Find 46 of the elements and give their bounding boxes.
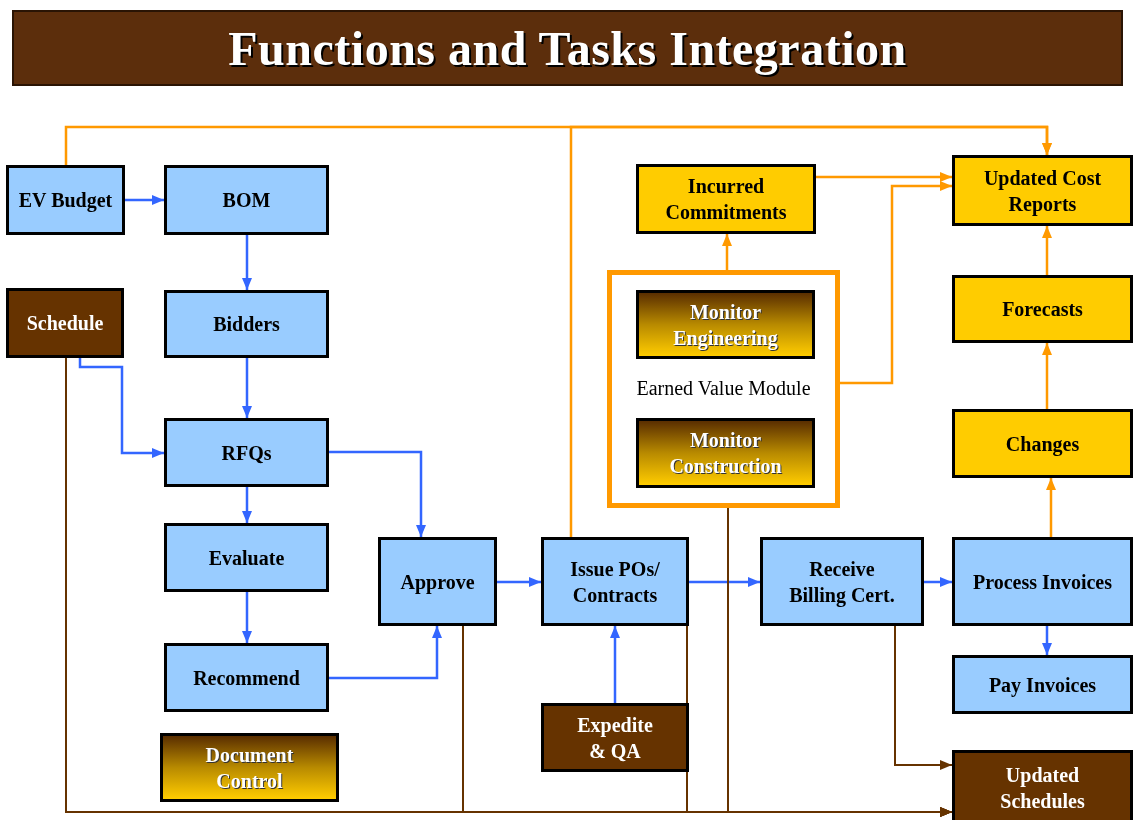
arrow <box>497 577 541 587</box>
arrow <box>242 487 252 523</box>
arrow <box>610 626 620 703</box>
arrow <box>1042 626 1052 655</box>
module-label: Earned Value Module <box>635 376 812 401</box>
arrow <box>894 625 953 770</box>
arrow <box>1042 343 1052 409</box>
process-box: Updated Schedules <box>952 750 1133 820</box>
process-box: Monitor Construction <box>636 418 815 488</box>
process-box: Approve <box>378 537 497 626</box>
arrow <box>1046 478 1056 537</box>
arrow <box>242 235 252 290</box>
arrow <box>242 358 252 418</box>
process-box: Bidders <box>164 290 329 358</box>
process-box: Forecasts <box>952 275 1133 343</box>
process-box: EV Budget <box>6 165 125 235</box>
arrow <box>569 125 1052 537</box>
arrow <box>722 234 732 270</box>
process-box: Updated Cost Reports <box>952 155 1133 226</box>
process-box: Issue POs/ Contracts <box>541 537 689 626</box>
arrow <box>727 507 953 817</box>
process-box: Changes <box>952 409 1133 478</box>
arrow <box>924 577 952 587</box>
process-box: BOM <box>164 165 329 235</box>
process-box: Document Control <box>160 733 339 802</box>
arrow <box>840 181 952 385</box>
arrow <box>242 592 252 643</box>
arrow <box>689 577 760 587</box>
process-box: Schedule <box>6 288 124 358</box>
arrow <box>125 195 164 205</box>
title-banner: Functions and Tasks Integration <box>12 10 1123 86</box>
arrow <box>329 626 442 680</box>
process-box: Pay Invoices <box>952 655 1133 714</box>
arrow <box>78 358 164 458</box>
process-box: Receive Billing Cert. <box>760 537 924 626</box>
process-box: RFQs <box>164 418 329 487</box>
process-box: Recommend <box>164 643 329 712</box>
process-box: Process Invoices <box>952 537 1133 626</box>
process-box: Monitor Engineering <box>636 290 815 359</box>
process-box: Evaluate <box>164 523 329 592</box>
process-box: Expedite & QA <box>541 703 689 772</box>
arrow <box>816 172 952 182</box>
module-frame <box>607 270 840 508</box>
arrow <box>1042 226 1052 275</box>
process-box: Incurred Commitments <box>636 164 816 234</box>
arrow <box>329 450 426 537</box>
